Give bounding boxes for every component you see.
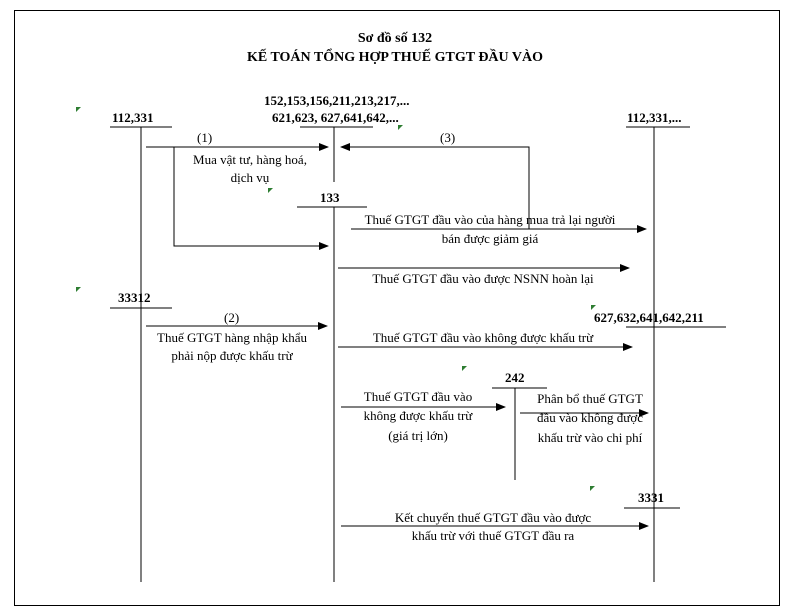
account-33312: 33312 (118, 290, 151, 305)
transfer-label-line1: Kết chuyển thuế GTGT đầu vào được (394, 510, 592, 525)
comment-marker (462, 366, 467, 371)
return-label-line2: bán được giảm giá (441, 231, 539, 246)
arrow-3-return (340, 143, 530, 229)
large-label-line1: Thuế GTGT đầu vào (363, 389, 473, 404)
comment-marker (398, 125, 403, 130)
import-label-line1: Thuế GTGT hàng nhập khẩu (157, 330, 307, 345)
diagram-number: Sơ đồ số 132 (357, 31, 433, 46)
alloc-label-line1: Phân bổ thuế GTGT (537, 391, 643, 406)
comment-marker (591, 305, 596, 310)
large-label-line3: (giá trị lớn) (388, 428, 448, 443)
arrow-1-to-133 (173, 147, 329, 250)
account-112-331-right: 112,331,... (627, 110, 682, 125)
purchase-label-line1: Mua vật tư, hàng hoá, (193, 152, 307, 167)
purchase-label-line2: dịch vụ (230, 170, 270, 185)
comment-marker (76, 287, 81, 292)
large-label-line2: không được khấu trừ (363, 408, 473, 423)
account-133: 133 (320, 190, 340, 205)
comment-marker (76, 107, 81, 112)
alloc-label-line2: đầu vào không được (537, 410, 643, 425)
account-152-line2: 621,623, 627,641,642,... (272, 110, 399, 125)
step-3-label: (3) (440, 130, 456, 145)
nondeduct-label: Thuế GTGT đầu vào không được khấu trừ (372, 330, 594, 345)
step-2-label: (2) (224, 310, 240, 325)
import-label-line2: phải nộp được khấu trừ (171, 348, 293, 363)
alloc-label-line3: khấu trừ vào chi phí (537, 430, 643, 445)
account-242: 242 (505, 370, 525, 385)
account-627-632: 627,632,641,642,211 (594, 310, 704, 325)
transfer-label-line2: khấu trừ với thuế GTGT đầu ra (411, 528, 575, 543)
account-3331: 3331 (638, 490, 664, 505)
diagram-frame (14, 10, 780, 606)
account-112-331-left: 112,331 (112, 110, 154, 125)
comment-marker (590, 486, 595, 491)
step-1-label: (1) (197, 130, 213, 145)
refund-label: Thuế GTGT đầu vào được NSNN hoàn lại (372, 271, 594, 286)
diagram-title: KẾ TOÁN TỔNG HỢP THUẾ GTGT ĐẦU VÀO (246, 50, 544, 65)
return-label-line1: Thuế GTGT đầu vào của hàng mua trả lại n… (364, 212, 616, 227)
account-152-line1: 152,153,156,211,213,217,... (264, 93, 410, 108)
comment-marker (268, 188, 273, 193)
